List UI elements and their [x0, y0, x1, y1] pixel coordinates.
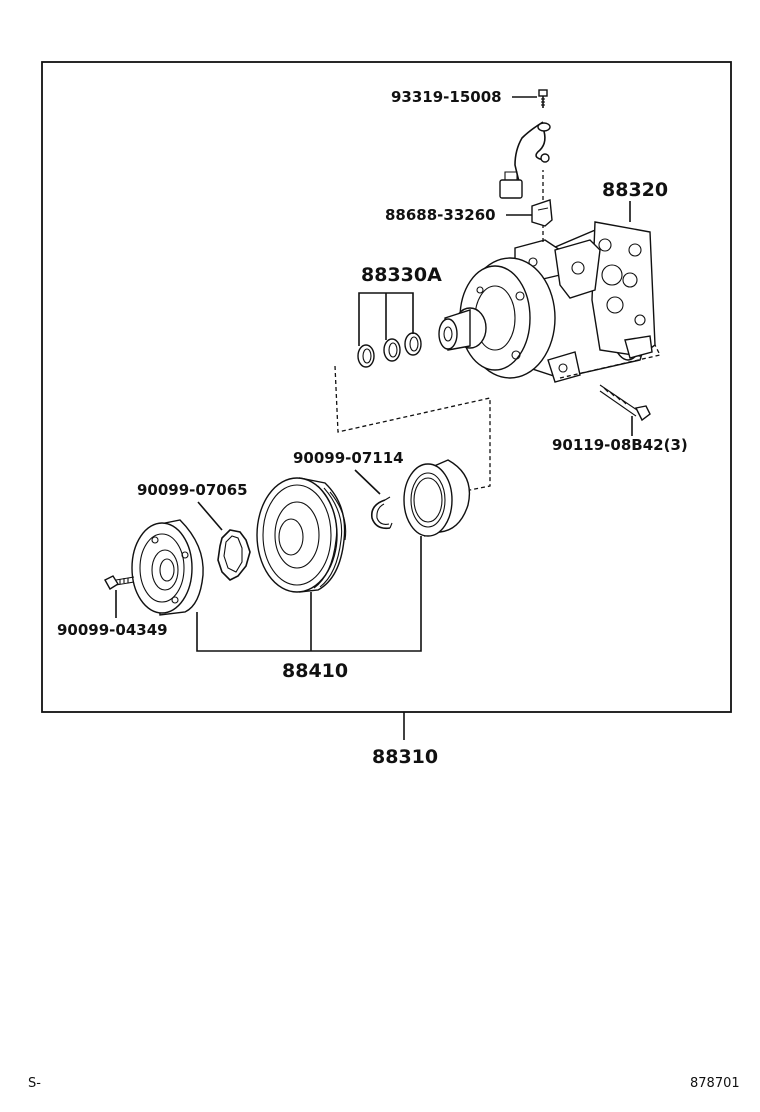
label-o-rings: 88330A — [361, 264, 442, 286]
sensor-harness[interactable] — [499, 121, 551, 199]
label-shim: 90099-07065 — [137, 481, 248, 499]
label-bracket: 88688-33260 — [385, 206, 496, 224]
clutch-bolt[interactable] — [104, 575, 135, 590]
footer-left: S- — [28, 1076, 41, 1091]
sensor-bolt[interactable] — [538, 89, 548, 108]
assembly-frame — [41, 61, 732, 713]
label-mount-bolts: 90119-08B42(3) — [552, 436, 688, 454]
shim[interactable] — [217, 529, 251, 581]
pulley[interactable] — [256, 477, 347, 593]
bearing[interactable] — [403, 459, 471, 537]
compressor-body[interactable] — [438, 221, 656, 383]
label-snap-ring: 90099-07114 — [293, 449, 404, 467]
footer-right: 878701 — [690, 1076, 740, 1091]
label-compressor-assy: 88310 — [372, 746, 438, 768]
bracket[interactable] — [531, 199, 553, 227]
label-bolt-sensor: 93319-15008 — [391, 88, 502, 106]
mount-bolt[interactable] — [599, 384, 651, 422]
snap-ring[interactable] — [370, 496, 393, 530]
label-clutch-bolt: 90099-04349 — [57, 621, 168, 639]
label-clutch-assy: 88410 — [282, 660, 348, 682]
o-rings[interactable] — [357, 332, 422, 368]
clutch-hub[interactable] — [131, 519, 204, 616]
label-compressor: 88320 — [602, 179, 668, 201]
